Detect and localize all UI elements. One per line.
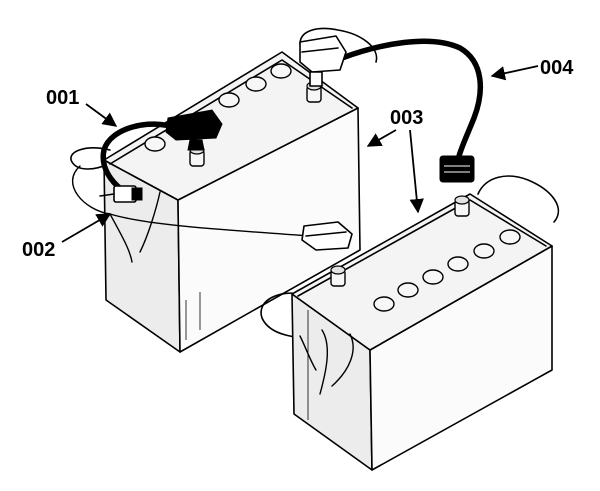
leader-002 xyxy=(61,213,112,243)
callout-001: 001 xyxy=(46,87,79,109)
leader-001 xyxy=(85,103,118,127)
callout-002: 002 xyxy=(22,239,55,261)
clamps xyxy=(99,35,475,251)
battery-right-cell-caps xyxy=(373,229,521,312)
cable-positive xyxy=(339,38,484,163)
battery-left xyxy=(70,27,378,353)
callout-labels: 001 002 003 004 xyxy=(22,57,574,261)
battery-right-handle-rear xyxy=(477,175,560,223)
leader-003a xyxy=(366,129,397,147)
callout-leaders xyxy=(61,65,539,243)
battery-left-handle-front xyxy=(70,147,111,170)
leader-004 xyxy=(490,65,539,81)
battery-right-terminal-negative xyxy=(330,265,346,287)
battery-right xyxy=(260,175,560,471)
callout-004: 004 xyxy=(540,57,574,79)
callout-003: 003 xyxy=(390,107,423,129)
cable-negative xyxy=(100,121,179,193)
clamp-negative-black-free xyxy=(439,155,475,183)
clamp-white-middle xyxy=(301,221,353,251)
vehicle-wiring xyxy=(72,165,354,395)
connector-plug xyxy=(99,185,143,203)
clamp-positive-white-top xyxy=(299,35,347,87)
jump-cables xyxy=(100,38,484,193)
battery-right-terminal-positive xyxy=(454,195,470,217)
clamp-negative-black xyxy=(165,109,223,151)
leader-003b xyxy=(409,129,424,214)
